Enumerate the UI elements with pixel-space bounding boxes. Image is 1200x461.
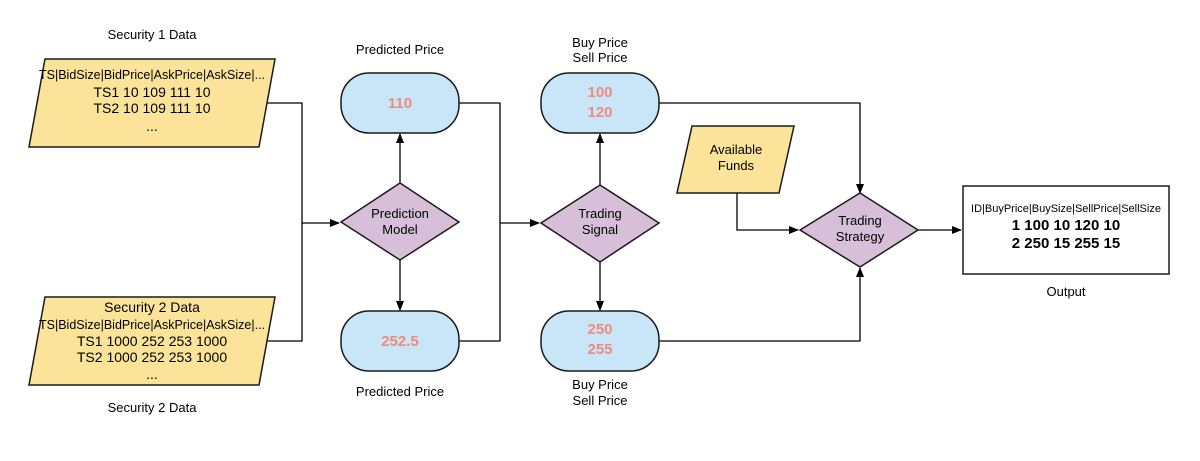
available-funds-node: Available Funds: [676, 125, 795, 194]
trading-strategy-label: Strategy: [836, 229, 885, 244]
predicted-price-bottom-value: 252.5: [381, 333, 419, 350]
connector-signal-top-to-strategy: [659, 102, 864, 194]
security2-header: TS|BidSize|BidPrice|AskPrice|AskSize|...: [39, 318, 265, 332]
connector-signal-bottom-to-strategy: [659, 267, 864, 342]
output-row: 2 250 15 255 15: [1012, 235, 1120, 252]
predicted-price-top-terminal: [340, 72, 460, 134]
prediction-model-label: Prediction: [371, 206, 429, 221]
signal-top-buy-label: Buy Price: [572, 35, 628, 50]
trading-signal-label: Trading: [578, 206, 622, 221]
prediction-model-label: Model: [382, 222, 418, 237]
predicted-price-bottom-terminal: [340, 310, 460, 372]
trading-signal-diamond: [539, 184, 661, 263]
security1-row: TS2 10 109 111 10: [93, 100, 210, 116]
security1-data-node: Security 1 Data TS|BidSize|BidPrice|AskP…: [28, 27, 276, 148]
signal-bottom-sell-label: Sell Price: [573, 393, 628, 408]
predicted-price-top-label: Predicted Price: [356, 42, 444, 57]
trading-strategy-label: Trading: [838, 213, 882, 228]
connector-funds-to-strategy: [736, 193, 799, 234]
predicted-price-bottom-label: Predicted Price: [356, 384, 444, 399]
output-label: Output: [1046, 284, 1085, 299]
signal-top-sell-value: 120: [587, 104, 612, 121]
available-funds-label: Available: [710, 142, 763, 157]
security2-title-below: Security 2 Data: [108, 400, 198, 415]
security1-row: TS1 10 109 111 10: [93, 84, 210, 100]
security1-parallelogram: [28, 58, 276, 148]
available-funds-label: Funds: [718, 158, 755, 173]
security2-row: TS2 1000 252 253 1000: [77, 349, 227, 365]
signal-top-node: Buy Price Sell Price 100 120: [540, 35, 660, 134]
prediction-model-diamond: [339, 182, 461, 261]
signal-top-terminal: [540, 72, 660, 134]
predicted-price-top-value: 110: [388, 95, 412, 112]
security2-row-ellipsis: ...: [146, 366, 158, 382]
output-box: [962, 185, 1170, 275]
signal-bottom-terminal: [540, 310, 660, 372]
signal-bottom-buy-label: Buy Price: [572, 377, 628, 392]
security2-data-node: Security 2 Data TS|BidSize|BidPrice|AskP…: [28, 296, 276, 415]
signal-top-buy-value: 100: [587, 84, 612, 101]
signal-bottom-buy-value: 250: [587, 321, 612, 338]
trading-strategy-diamond: [798, 192, 920, 268]
security1-title: Security 1 Data: [108, 27, 198, 42]
security2-title-inside: Security 2 Data: [104, 299, 200, 315]
output-header: ID|BuyPrice|BuySize|SellPrice|SellSize: [971, 203, 1161, 215]
trading-strategy-node: Trading Strategy: [798, 192, 920, 268]
signal-bottom-sell-value: 255: [587, 341, 612, 358]
security2-row: TS1 1000 252 253 1000: [77, 333, 227, 349]
security2-parallelogram: [28, 296, 276, 386]
trading-signal-label: Signal: [582, 222, 618, 237]
connector-predicted-to-merge: [459, 102, 501, 342]
connector-security1-to-merge: [265, 102, 303, 342]
output-row: 1 100 10 120 10: [1012, 217, 1120, 234]
available-funds-parallelogram: [676, 125, 795, 194]
prediction-model-node: Prediction Model: [339, 182, 461, 261]
security1-row-ellipsis: ...: [146, 118, 158, 134]
connectors: [265, 102, 962, 342]
signal-bottom-node: 250 255 Buy Price Sell Price: [540, 310, 660, 408]
predicted-price-bottom-node: 252.5 Predicted Price: [340, 310, 460, 399]
security1-header: TS|BidSize|BidPrice|AskPrice|AskSize|...: [39, 68, 265, 82]
predicted-price-top-node: Predicted Price 110: [340, 42, 460, 134]
trading-signal-node: Trading Signal: [539, 184, 661, 263]
output-node: ID|BuyPrice|BuySize|SellPrice|SellSize 1…: [962, 185, 1170, 299]
signal-top-sell-label: Sell Price: [573, 50, 628, 65]
